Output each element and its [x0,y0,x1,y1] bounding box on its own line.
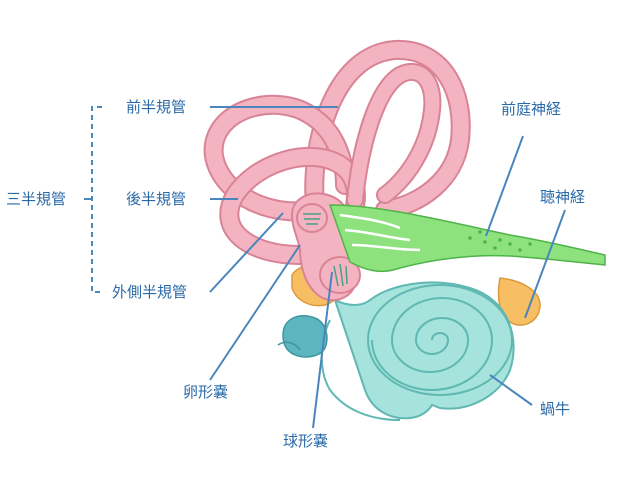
label-lateral-canal: 外側半規管 [112,283,188,301]
label-saccule: 球形嚢 [283,432,329,450]
semicircular-canals [203,40,471,265]
nerve-bundle [328,204,606,273]
label-posterior-canal: 後半規管 [126,190,187,208]
label-semicircular-canals: 三半規管 [6,190,67,208]
label-vestibular-nerve: 前庭神経 [501,100,562,118]
label-anterior-canal: 前半規管 [126,98,187,116]
label-utricle: 卵形嚢 [183,383,229,401]
label-cochlear-nerve: 聴神経 [540,188,586,206]
utricle-shape [296,203,328,233]
leader-lines [209,106,566,429]
cochlea [320,281,515,421]
canal-bracket [84,106,102,293]
label-cochlea: 蝸牛 [540,400,571,418]
round-window [282,314,328,358]
